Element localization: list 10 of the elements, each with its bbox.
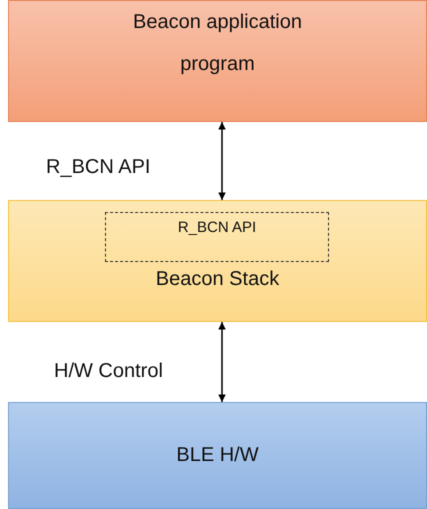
double-arrow [218, 322, 226, 402]
node-text: BLE H/W [176, 444, 259, 466]
node-text: R_BCN API [178, 219, 256, 236]
stack-box [8, 200, 427, 322]
double-arrow [218, 122, 226, 200]
dashed-box [105, 212, 329, 262]
hardware-box [8, 402, 427, 509]
node-text: Beacon application program [132, 11, 302, 75]
node-text: Beacon Stack [156, 268, 280, 290]
program-box [8, 0, 427, 122]
